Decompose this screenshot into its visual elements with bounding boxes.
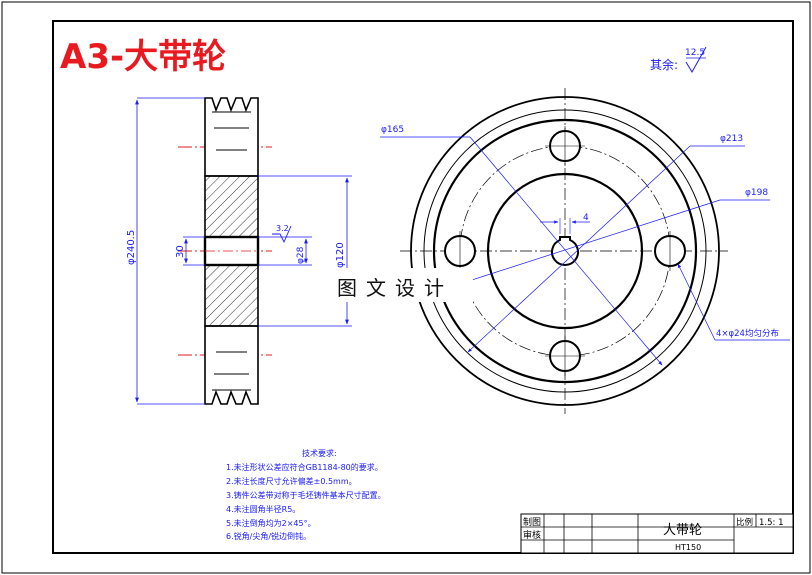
dim-d165: φ165 (381, 125, 404, 135)
dim-hub-diameter: φ120 (335, 242, 346, 268)
title-block-part-name: 大带轮 (663, 523, 702, 538)
rim-bottom (204, 325, 259, 405)
tech-req-item: 2.未注长度尺寸允许偏差±0.5mm。 (226, 476, 357, 486)
title-block-draw-label: 制图 (523, 516, 541, 528)
title-block: 制图 审核 大带轮 HT150 比例 1.5: 1 (520, 513, 794, 554)
watermark-text: 图文设计 (337, 276, 453, 300)
tech-req-heading: 技术要求: (302, 448, 337, 458)
rim-top (204, 97, 259, 177)
title-block-material: HT150 (675, 543, 701, 552)
drawing-title: A3-大带轮 (60, 37, 226, 77)
tech-req-item: 3.铸件公差带对称于毛坯铸件基本尺寸配置。 (226, 490, 386, 500)
groove-circle (423, 109, 707, 393)
title-block-scale-value: 1.5: 1 (759, 518, 784, 528)
dim-d213: φ213 (720, 134, 743, 144)
section-view: φ240.5 30 3.2 φ28 φ120 (126, 97, 352, 405)
tech-req-item: 1.未注形状公差应符合GB1184-80的要求。 (226, 462, 383, 472)
dim-overall-diameter: φ240.5 (126, 230, 137, 265)
front-view: φ165 φ213 φ198 4 4×φ24均匀分布 (380, 88, 790, 414)
dim-holes: 4×φ24均匀分布 (716, 328, 779, 339)
dim-hub-width: 30 (175, 245, 186, 258)
tech-requirements: 技术要求: 1.未注形状公差应符合GB1184-80的要求。 2.未注长度尺寸允… (226, 448, 386, 541)
roughness-value: 12.5 (685, 48, 705, 58)
roughness-note: 其余: 12.5 (650, 46, 707, 73)
roughness-label: 其余: (650, 57, 678, 72)
tech-req-item: 6.锐角/尖角/锐边倒钝。 (226, 531, 311, 541)
dim-d198: φ198 (745, 188, 768, 198)
inner-rim-circle (432, 118, 698, 384)
title-block-scale-label: 比例 (736, 517, 753, 528)
roughness-symbol (685, 46, 707, 73)
watermark-backdrop (333, 268, 473, 302)
dim-keyway: 4 (583, 213, 589, 223)
hub-circle (486, 172, 644, 330)
tech-req-item: 5.未注倒角均为2×45°。 (226, 518, 316, 528)
tech-req-item: 4.未注圆角半径R5。 (226, 504, 300, 514)
dim-bore-diameter: φ28 (296, 246, 306, 264)
outer-rim-circle (410, 96, 720, 406)
title-block-review-label: 审核 (523, 529, 541, 541)
surface-mark-value: 3.2 (276, 224, 289, 233)
